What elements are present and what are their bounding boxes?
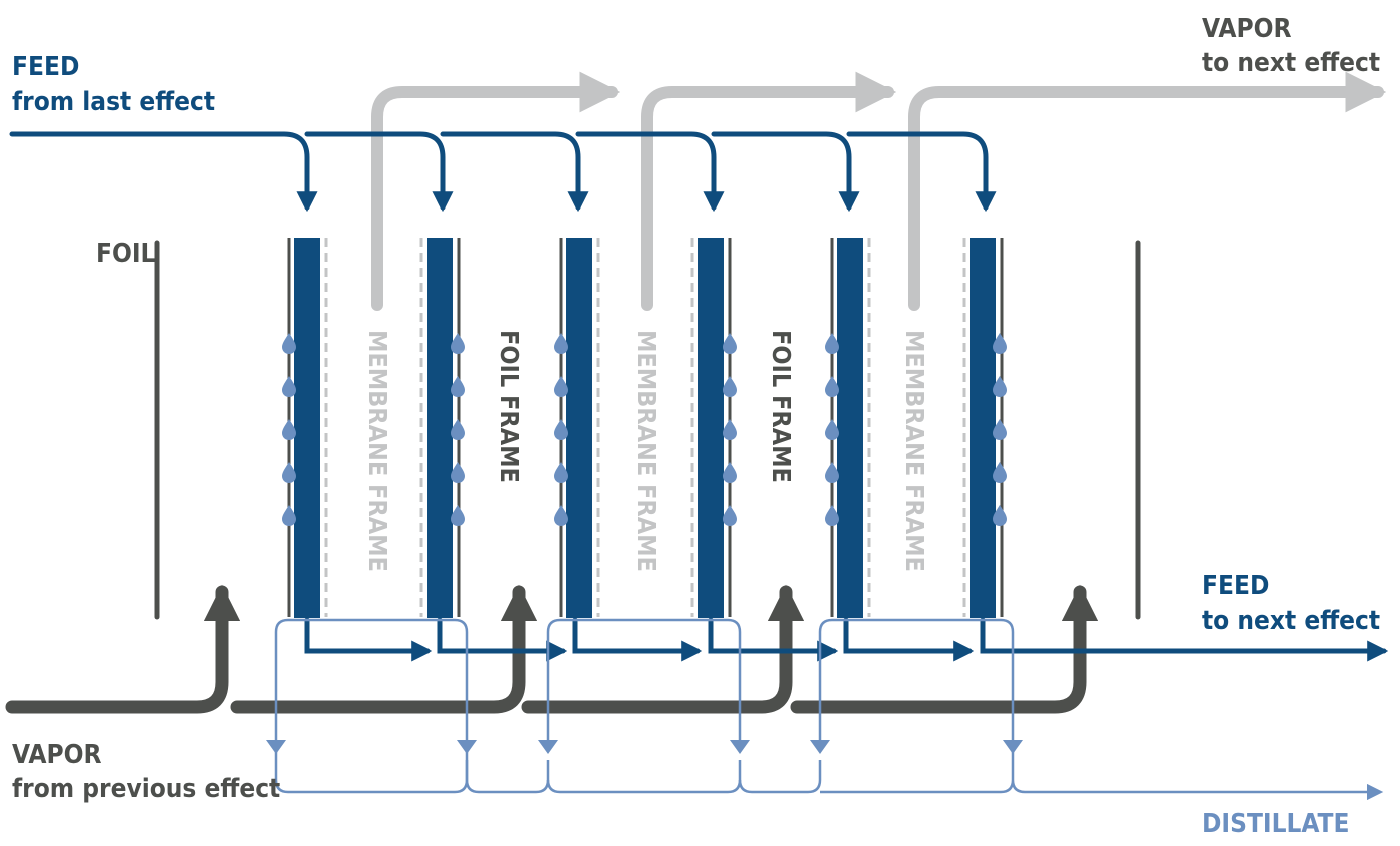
vapor-out-flows [371,71,1387,311]
vapor-out-subtitle: to next effect [1202,48,1380,78]
feed-in-line-5 [711,131,860,213]
stack-unit-4 [690,238,732,618]
feed-in-line-1 [9,131,318,213]
feed-out-line-3 [572,617,703,662]
vapor-in-line-1 [5,584,241,714]
vapor-in-subtitle: from previous effect [12,774,280,804]
distillate-connector-1 [274,618,469,740]
feed-in-title: FEED [12,52,79,82]
foil-frame-label-1: FOIL FRAME [495,330,524,483]
vapor-out-title: VAPOR [1202,14,1291,44]
foil-label: FOIL [96,239,156,269]
feed-out-title: FEED [1202,571,1269,601]
stack-unit-1 [287,238,328,618]
distillate-loop-4 [738,760,822,794]
feed-in-line-3 [440,131,589,213]
vapor-out-line-3 [908,71,1387,311]
feed-out-line-1 [304,617,433,662]
distillate-flows [274,618,1380,794]
feed-in-subtitle: from last effect [12,87,215,117]
feed-in-line-4 [575,131,725,213]
vapor-in-title: VAPOR [12,740,101,770]
vapor-in-flows [5,584,1099,714]
distillate-connector-2 [546,618,742,740]
stack-unit-6 [962,238,1004,618]
distillate-loop-2 [465,760,550,794]
distillate-drop-arrows [266,740,1023,754]
distillate-label: DISTILLATE [1202,809,1349,839]
foil-frame-label-2: FOIL FRAME [767,330,796,483]
vapor-out-line-1 [371,71,621,311]
vapor-in-line-3 [521,584,805,714]
feed-out-line-6 [980,617,1389,662]
membrane-frame-label-3: MEMBRANE FRAME [900,330,929,572]
membrane-frame-label-1: MEMBRANE FRAME [363,330,392,572]
membrane-frame-label-2: MEMBRANE FRAME [632,330,661,572]
feed-out-line-4 [708,617,839,662]
vapor-in-line-4 [790,584,1099,714]
feed-out-line-5 [843,617,975,662]
distillate-loop-3 [546,760,742,794]
distillate-connector-3 [818,618,1015,740]
feed-out-line-2 [437,617,568,662]
feed-out-flows [304,617,1389,662]
stack-unit-5 [830,238,871,618]
vapor-out-line-2 [641,71,897,311]
vapor-in-line-2 [230,584,538,714]
feed-out-subtitle: to next effect [1202,606,1380,636]
distillate-collector [820,740,1380,792]
feed-in-line-2 [304,131,454,213]
feed-in-line-6 [846,131,997,213]
stack-unit-3 [559,238,600,618]
feed-in-flows [9,131,997,213]
distillate-loop-1 [274,740,469,794]
